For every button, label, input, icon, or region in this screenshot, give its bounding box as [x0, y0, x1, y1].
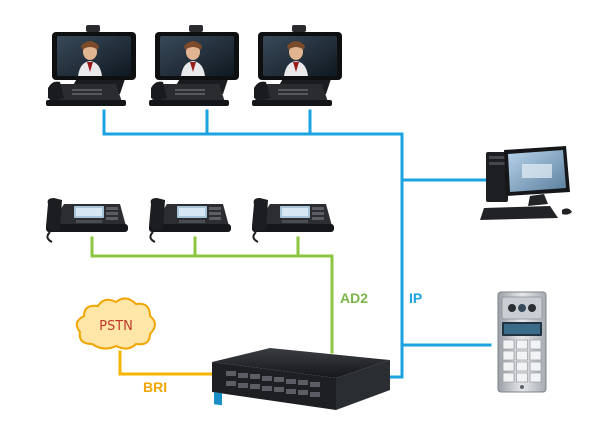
ip-label: IP — [409, 290, 422, 306]
pbx-switch-icon — [212, 348, 390, 410]
ad2-links — [90, 236, 334, 354]
desk-phone-icon — [251, 197, 335, 243]
video-phone-icon — [252, 25, 342, 106]
desktop-pc-icon — [480, 146, 572, 220]
pstn-cloud-icon — [75, 297, 156, 350]
video-phone-icon — [46, 25, 136, 106]
desk-phone-icon — [148, 197, 232, 243]
ad2-label: AD2 — [340, 290, 368, 306]
desk-phone-icon — [45, 197, 129, 243]
video-phone-icon — [149, 25, 239, 106]
ip-links — [102, 109, 492, 379]
bri-link — [118, 350, 214, 376]
door-intercom-icon — [497, 291, 547, 393]
pstn-label: PSTN — [99, 319, 133, 334]
bri-label: BRI — [143, 379, 167, 395]
